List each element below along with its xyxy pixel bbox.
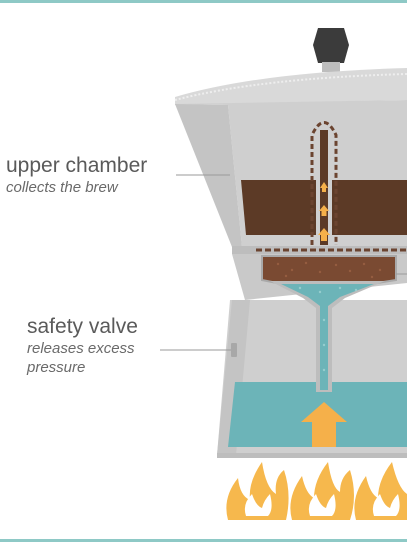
flow-arrow-stem [322,188,326,192]
flow-arrows-upper [318,182,330,241]
grounds-dot [362,262,366,266]
pressure-arrow [301,402,347,447]
grounds-dot [370,275,374,279]
grounds-dot [290,268,294,272]
grounds-dot [284,274,288,278]
water-dot [318,290,322,294]
grounds-dot [378,268,382,272]
water-dot [298,286,302,290]
flow-arrow-stem [321,235,327,241]
grounds-dot [276,262,280,266]
funnel-water [281,284,374,390]
flow-arrow [320,182,328,188]
boiler-side [217,300,250,455]
upper-chamber-description: collects the brew [6,179,118,196]
coffee-grounds-texture [276,261,382,279]
flame [290,462,354,520]
safety-valve [231,343,237,357]
stove-flames [226,462,407,520]
upper-chamber-title: upper chamber [6,154,148,177]
flame-inner [244,494,272,516]
grounds-dot [334,263,338,267]
flow-arrow [318,228,330,235]
column-cap-dashed [310,121,338,245]
safety-valve-description-line1: releases excess [27,340,135,357]
water-dot [322,368,326,372]
grounds-dot [348,269,352,273]
lid-knob [313,28,349,63]
funnel-tube-water [320,382,328,390]
water-dot [322,318,326,322]
upper-chamber-label: upper chamber collects the brew [6,154,147,197]
grounds-dot [304,261,308,265]
water-dot [338,286,342,290]
flame-inner [308,494,336,516]
top-border [0,0,407,3]
lid [175,68,407,105]
grounds-dot [318,270,322,274]
flame [226,462,289,520]
flow-arrow [319,205,329,211]
safety-valve-label: safety valve releases excess pressure [27,315,138,377]
funnel-water-texture [298,286,358,372]
safety-valve-title: safety valve [27,315,138,338]
safety-valve-description-line2: pressure [27,359,86,376]
bottom-border [0,539,407,542]
water-dot [322,343,326,347]
knob-stem [322,62,340,72]
water-dot [354,288,358,292]
flow-arrow-stem [321,211,327,216]
pot-base [217,453,407,458]
flame-inner [372,494,400,516]
